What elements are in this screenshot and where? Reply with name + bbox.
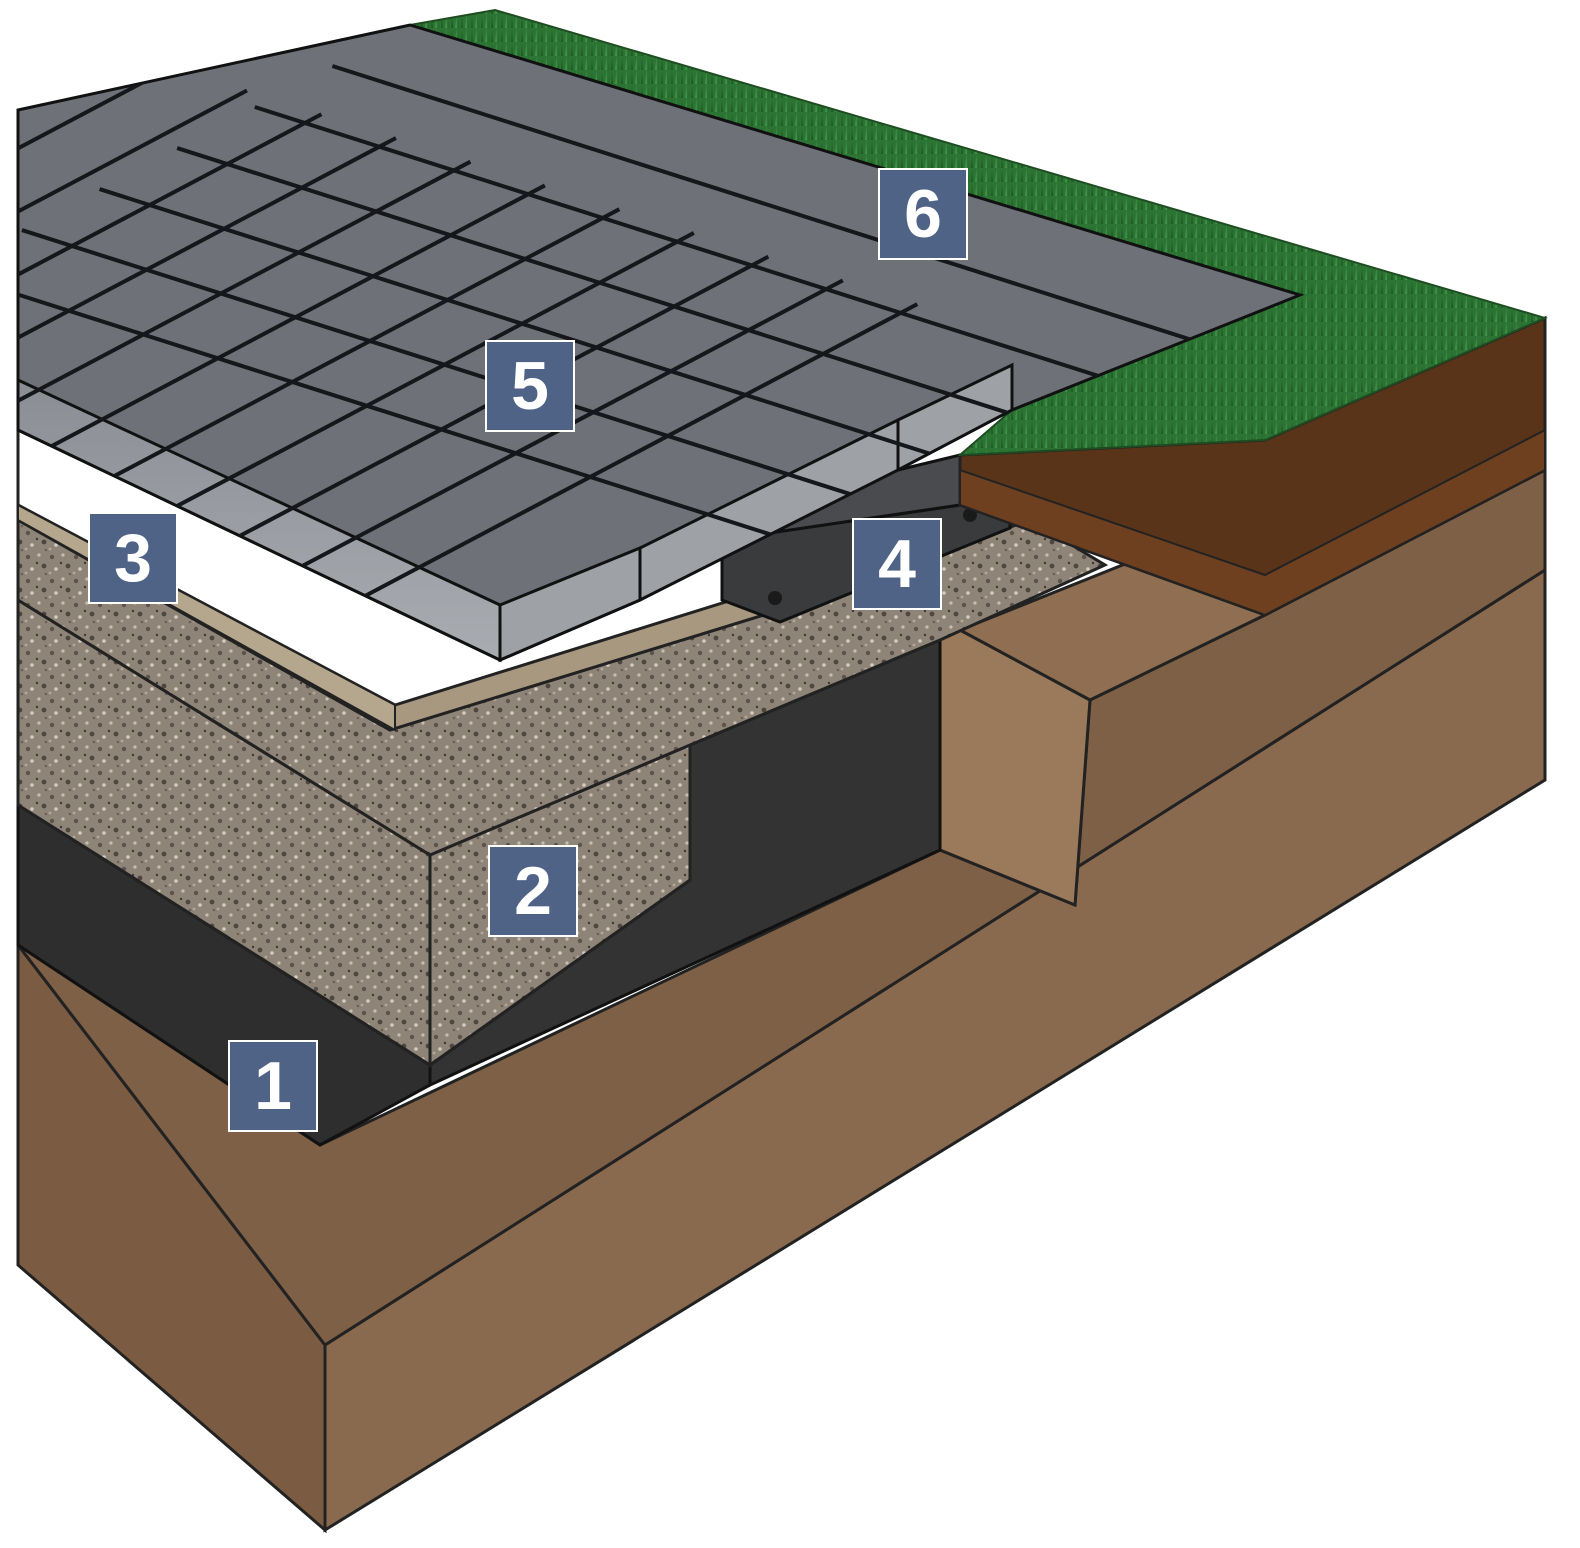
paver-joint-line [18, 136, 397, 438]
paver-joints [18, 64, 1213, 604]
paver-joint-line [18, 88, 248, 390]
topsoil-lower-band [959, 428, 1546, 617]
paver-joint-line [18, 112, 323, 414]
layer-label-4: 4 [852, 518, 942, 610]
paver-joint-line [21, 228, 903, 513]
paver-joint-line [18, 159, 472, 462]
layer-label-2: 2 [488, 845, 578, 937]
layer-label-3: 3 [88, 512, 178, 604]
paver-side-edge [896, 362, 1014, 473]
paver-joint-line [129, 231, 695, 533]
paver-joint-line [254, 105, 1136, 390]
paver-joint-line [55, 207, 621, 509]
edge-restraint-spike-hole [768, 591, 782, 605]
paver-joint-line [98, 187, 981, 472]
layer-label-1: 1 [228, 1040, 318, 1132]
paver-joint-line [18, 269, 825, 554]
edge-restraint-spike-hole [963, 508, 977, 522]
layer-label-6: 6 [878, 168, 968, 260]
paver-joint-line [176, 146, 1058, 431]
lawn-edge [409, 8, 1548, 617]
paver-joint-line [331, 64, 1213, 349]
layer-label-5: 5 [485, 340, 575, 432]
paver-joint-line [18, 183, 546, 485]
paver-joint-line [353, 302, 919, 604]
paving-stones [16, 23, 1305, 663]
paver-joint-line [18, 64, 174, 367]
soil-block [16, 467, 1547, 1534]
